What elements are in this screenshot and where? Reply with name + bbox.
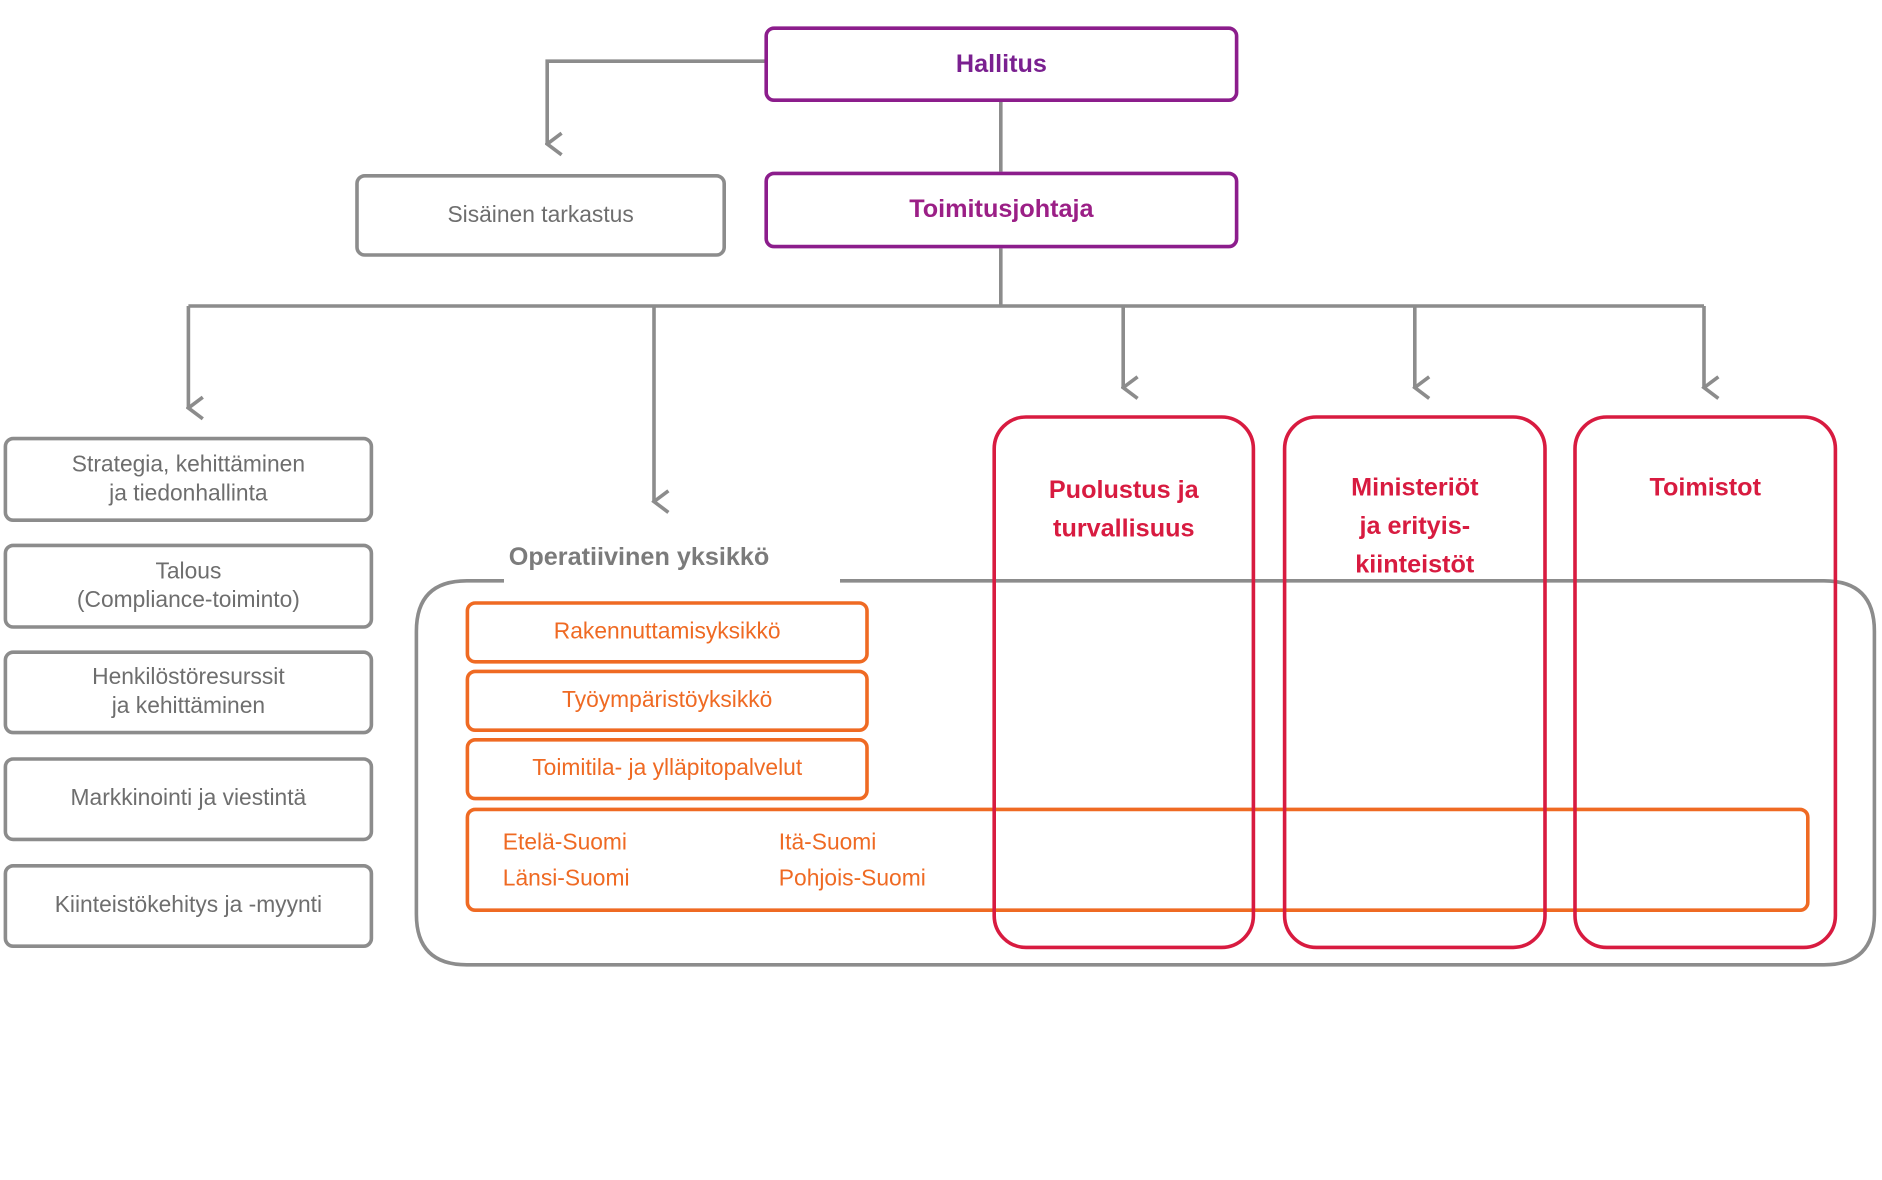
support-function-label: Henkilöstöresurssit ja kehittäminen: [92, 664, 285, 719]
support-function-label: Talous (Compliance-toiminto): [76, 558, 300, 613]
operative-subunit-label: Rakennuttamisyksikkö: [553, 619, 781, 645]
customer-unit-box: Toimistot: [1573, 415, 1838, 950]
operative-subunit-box: Työympäristöyksikkö: [465, 669, 869, 732]
support-function-box: Markkinointi ja viestintä: [3, 757, 374, 842]
support-function-label: Markkinointi ja viestintä: [70, 786, 307, 812]
internal-audit-box: Sisäinen tarkastus: [355, 174, 726, 257]
operative-unit-title: Operatiivinen yksikkö: [499, 543, 779, 573]
support-function-box: Kiinteistökehitys ja -myynti: [3, 864, 374, 949]
regions-left: Etelä-Suomi Länsi-Suomi: [502, 830, 630, 892]
support-function-box: Henkilöstöresurssit ja kehittäminen: [3, 650, 374, 735]
arrow-board-to-audit: [547, 59, 766, 144]
operative-subunit-box: Toimitila- ja ylläpitopalvelut: [465, 738, 869, 801]
customer-unit-box: Ministeriöt ja erityis- kiinteistöt: [1282, 415, 1547, 950]
operative-unit-frame: [414, 579, 1877, 967]
board-label: Hallitus: [955, 49, 1047, 78]
support-function-label: Kiinteistökehitys ja -myynti: [54, 892, 323, 919]
connector-lines: [0, 59, 1877, 967]
support-function-box: Strategia, kehittäminen ja tiedonhallint…: [3, 436, 374, 522]
operative-subunit-box: Rakennuttamisyksikkö: [465, 601, 869, 664]
customer-unit-label: Ministeriöt ja erityis- kiinteistöt: [1351, 474, 1479, 579]
ceo-box: Toimitusjohtaja: [764, 171, 1239, 249]
regions-right: Itä-Suomi Pohjois-Suomi: [778, 830, 926, 892]
customer-unit-label: Puolustus ja turvallisuus: [1048, 476, 1199, 543]
internal-audit-label: Sisäinen tarkastus: [447, 202, 634, 228]
support-function-box: Talous (Compliance-toiminto): [3, 543, 374, 629]
regions-box: [465, 807, 1810, 913]
support-function-label: Strategia, kehittäminen ja tiedonhallint…: [71, 451, 306, 506]
customer-unit-box: Puolustus ja turvallisuus: [992, 415, 1256, 950]
board-box: Hallitus: [764, 26, 1239, 103]
operative-subunit-label: Työympäristöyksikkö: [562, 687, 773, 713]
customer-unit-label: Toimistot: [1649, 474, 1761, 502]
operative-subunit-label: Toimitila- ja ylläpitopalvelut: [532, 756, 803, 782]
ceo-label: Toimitusjohtaja: [909, 195, 1094, 224]
